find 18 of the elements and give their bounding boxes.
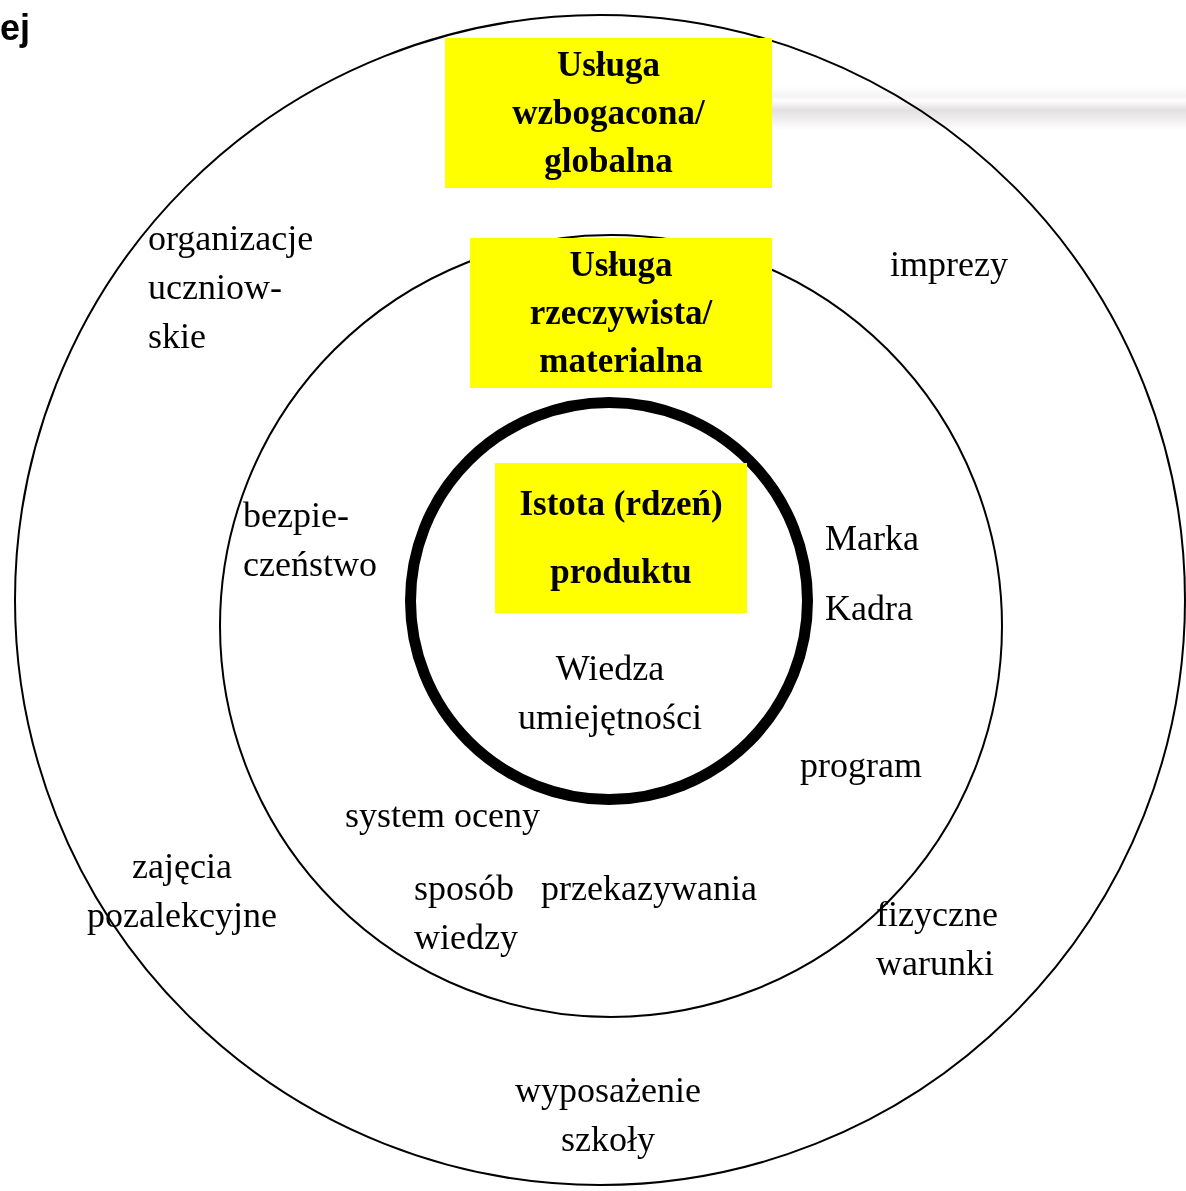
box-heading: Usługa rzeczywista/ materialna	[528, 244, 714, 382]
highlight-box	[445, 38, 772, 188]
ring-label: organizacje uczniow- skie	[148, 217, 315, 358]
title-fragment: ej	[0, 8, 31, 48]
ring-label: program	[800, 744, 923, 787]
ring-label: imprezy	[890, 243, 1009, 286]
highlight-box	[495, 463, 747, 613]
ring-label: Marka	[825, 517, 920, 560]
ring-label: Wiedza umiejętności	[517, 647, 703, 739]
ring-label: bezpie- czeństwo	[243, 494, 378, 586]
highlight-box	[470, 238, 772, 388]
ring-label: Kadra	[825, 587, 914, 630]
ring-label: wyposażenie szkoły	[514, 1069, 702, 1161]
box-heading: Istota (rdzeń) produktu	[518, 483, 724, 593]
ring-label: fizyczne warunki	[876, 893, 999, 985]
box-heading: Usługa wzbogacona/ globalna	[511, 44, 706, 182]
ring-label: system oceny	[345, 794, 541, 837]
ring-label: sposób przekazywania wiedzy	[414, 867, 758, 959]
